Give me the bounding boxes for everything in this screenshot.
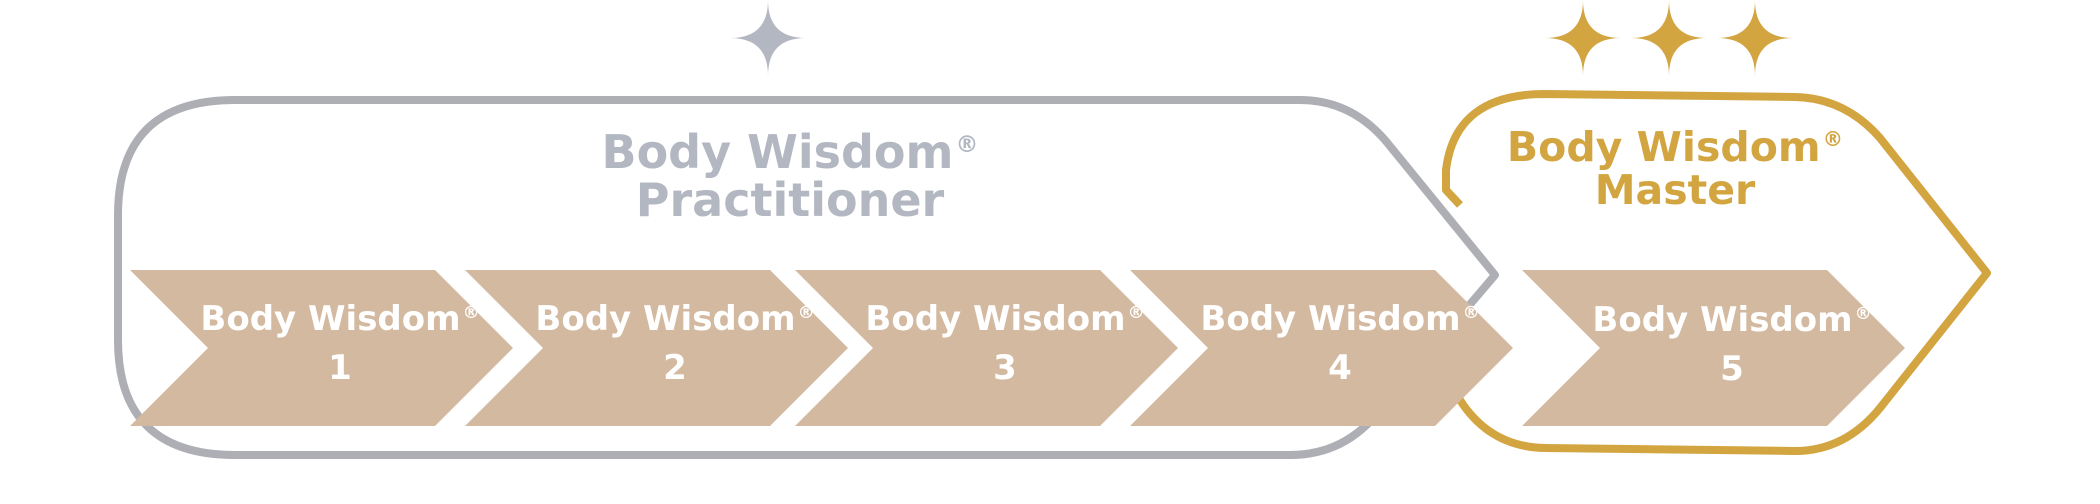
master-stars bbox=[1545, 0, 1793, 76]
practitioner-group-outline bbox=[114, 96, 1499, 459]
step-1-chevron bbox=[130, 270, 513, 426]
master-star-icon bbox=[1631, 0, 1707, 76]
step-2-chevron bbox=[465, 270, 848, 426]
registered-mark: ® bbox=[1127, 302, 1145, 323]
practitioner-star-icon bbox=[730, 0, 806, 76]
master-star-icon bbox=[1545, 0, 1621, 76]
registered-mark: ® bbox=[1462, 302, 1480, 323]
practitioner-title-line2: Practitioner bbox=[635, 173, 945, 228]
master-title-line2: Master bbox=[1594, 166, 1756, 215]
step-3-chevron bbox=[795, 270, 1178, 426]
step-4-label: Body Wisdom® 4 bbox=[1190, 295, 1490, 394]
practitioner-title-line1: Body Wisdom bbox=[601, 125, 954, 179]
step-3-name: Body Wisdom bbox=[865, 299, 1126, 339]
step-5-label: Body Wisdom® 5 bbox=[1582, 296, 1882, 395]
registered-mark: ® bbox=[462, 302, 480, 323]
registered-mark: ® bbox=[1822, 127, 1844, 152]
master-star-icon bbox=[1717, 0, 1793, 76]
step-4-name: Body Wisdom bbox=[1200, 299, 1461, 339]
master-group-outline bbox=[1439, 90, 1991, 455]
registered-mark: ® bbox=[1854, 303, 1872, 324]
step-1-name: Body Wisdom bbox=[200, 299, 461, 339]
step-5-chevron bbox=[1522, 270, 1905, 426]
step-4-number: 4 bbox=[1328, 348, 1352, 389]
registered-mark: ® bbox=[797, 302, 815, 323]
step-1-label: Body Wisdom® 1 bbox=[190, 295, 490, 394]
step-4-chevron bbox=[1130, 270, 1513, 426]
step-1-number: 1 bbox=[328, 348, 352, 389]
master-title-line1: Body Wisdom bbox=[1506, 123, 1821, 171]
practitioner-title: Body Wisdom® Practitioner bbox=[560, 128, 1020, 225]
registered-mark: ® bbox=[955, 131, 979, 158]
step-3-label: Body Wisdom® 3 bbox=[855, 295, 1155, 394]
master-title: Body Wisdom® Master bbox=[1495, 123, 1855, 215]
step-5-number: 5 bbox=[1720, 349, 1744, 390]
step-2-number: 2 bbox=[663, 348, 687, 389]
step-2-label: Body Wisdom® 2 bbox=[525, 295, 825, 394]
step-3-number: 3 bbox=[993, 348, 1017, 389]
practitioner-stars bbox=[730, 0, 806, 76]
step-5-name: Body Wisdom bbox=[1592, 300, 1853, 340]
step-2-name: Body Wisdom bbox=[535, 299, 796, 339]
